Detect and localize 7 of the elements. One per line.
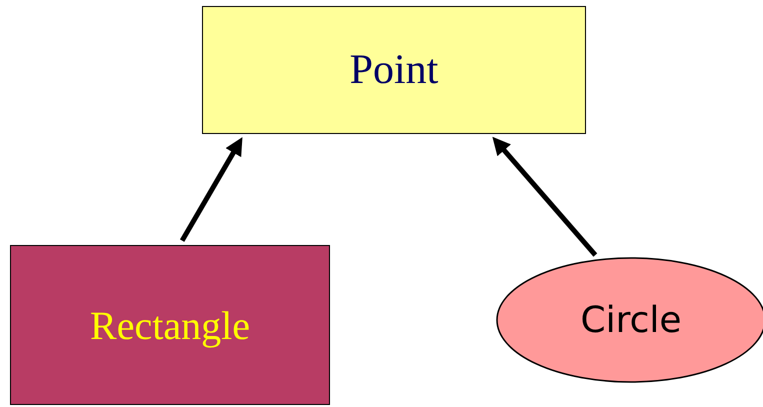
arrow (492, 136, 598, 257)
arrow (180, 137, 242, 242)
class-box (202, 6, 586, 134)
class-name: Point (350, 46, 438, 94)
class-box (10, 245, 330, 405)
class-name: Rectangle (90, 302, 250, 348)
class-name: Circle (580, 300, 682, 340)
